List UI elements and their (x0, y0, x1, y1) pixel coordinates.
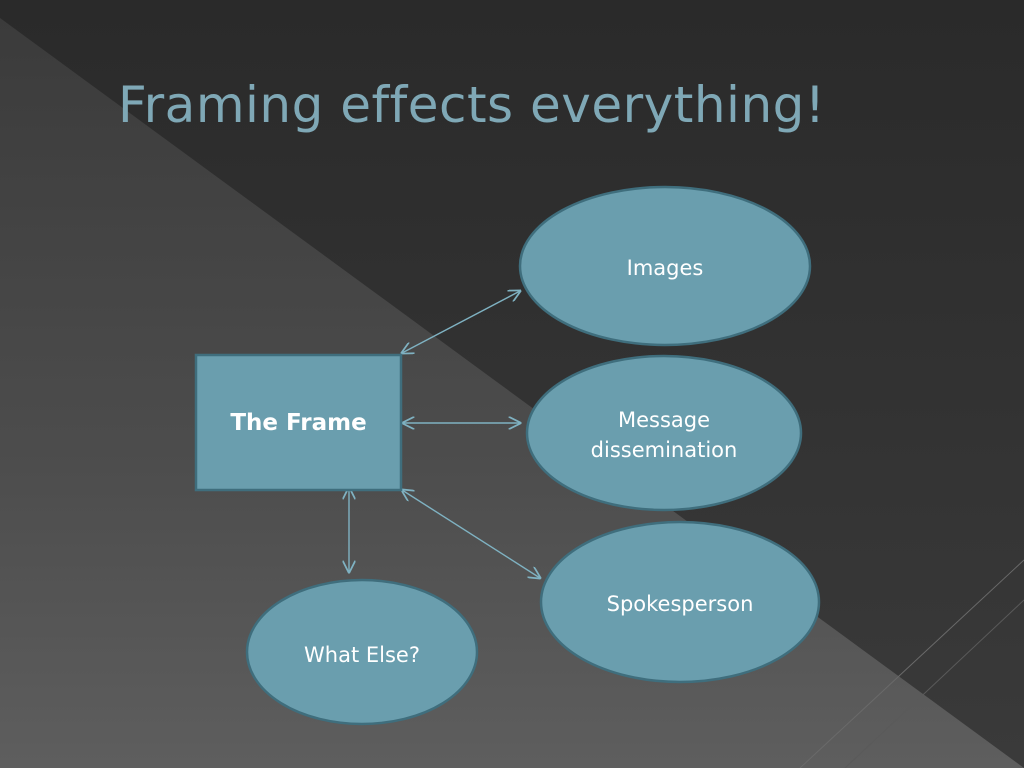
background-accent-line (799, 559, 1024, 768)
spokesperson-label: Spokesperson (606, 592, 754, 616)
connector-frame-images (402, 291, 520, 353)
images-ellipse (518, 185, 812, 347)
background-accent-line-2 (844, 599, 1024, 768)
spokesperson-ellipse (539, 520, 821, 684)
message-ellipse (525, 354, 803, 512)
what-else-label: What Else? (304, 643, 420, 667)
message-label: Message dissemination (590, 408, 738, 462)
what-else-ellipse (245, 578, 479, 726)
frame-box (194, 353, 403, 492)
slide-title: Framing effects everything! (118, 76, 826, 134)
connector-frame-spokesperson (402, 490, 540, 578)
frame-label: The Frame (230, 409, 367, 436)
images-label: Images (626, 256, 704, 280)
